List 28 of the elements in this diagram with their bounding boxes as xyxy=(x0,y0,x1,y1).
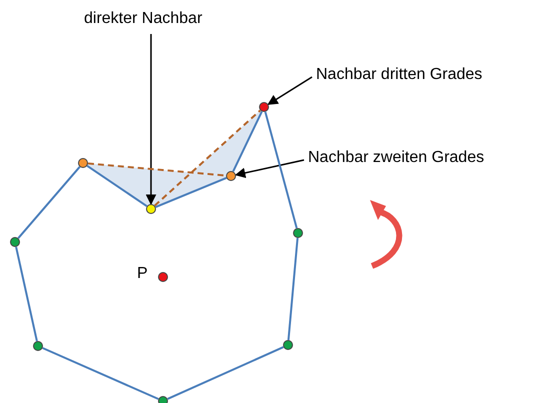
point-marker xyxy=(283,340,293,350)
arrow xyxy=(267,76,312,105)
polygon-edge xyxy=(42,347,159,400)
point-marker xyxy=(78,158,88,168)
point-marker xyxy=(158,272,168,282)
polygon-edge xyxy=(86,164,148,208)
point-marker xyxy=(158,396,168,403)
polygon-edge xyxy=(15,246,38,342)
point-marker xyxy=(10,237,20,247)
arrow xyxy=(234,159,304,178)
dashed-line xyxy=(88,162,226,177)
point-marker xyxy=(226,171,236,181)
point-marker xyxy=(146,204,156,214)
polygon-edge xyxy=(232,111,263,172)
polygon-edge xyxy=(264,112,298,228)
point-marker xyxy=(259,102,269,112)
polygon-edge xyxy=(167,346,284,400)
polygon-edge xyxy=(155,176,227,208)
callout-text: Nachbar zweiten Grades xyxy=(308,149,552,171)
point-marker xyxy=(33,341,43,351)
dashed-line xyxy=(154,110,261,206)
point-label: P xyxy=(137,265,148,283)
polygon-edge xyxy=(18,166,80,239)
point-marker xyxy=(293,228,303,238)
arrow xyxy=(146,34,156,206)
polygon-edge xyxy=(287,238,299,340)
callout-text: direkter Nachbar xyxy=(84,10,220,32)
callout-text: Nachbar dritten Grades xyxy=(316,66,516,88)
